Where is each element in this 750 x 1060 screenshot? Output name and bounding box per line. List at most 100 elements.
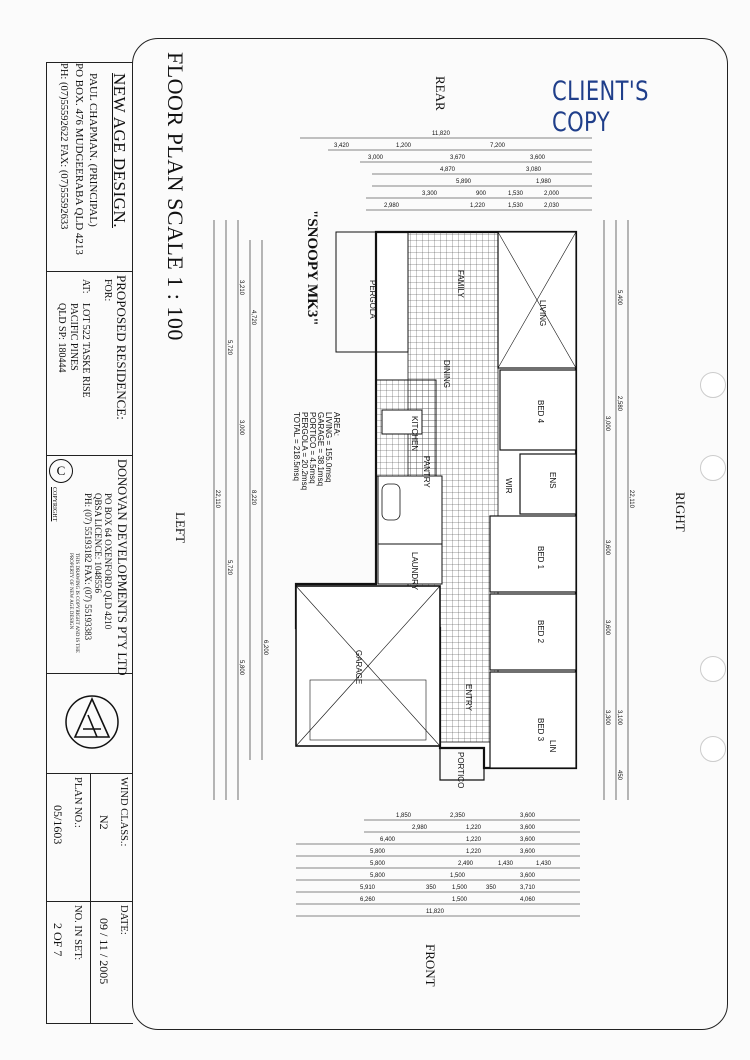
dim-left-overall: 22,110: [214, 490, 220, 509]
dim-front-r7-a: 5,910: [360, 885, 376, 891]
dim-front-r8-b: 1,500: [452, 897, 468, 903]
dim-left-a: 5,720: [226, 340, 232, 356]
room-wir: WIR: [504, 478, 513, 494]
dim-rear-r2-a: 3,000: [368, 155, 384, 161]
front-dimensions: 1,850 2,350 3,600 2,980 1,220 3,600 6,40…: [296, 813, 580, 917]
wind-class-value: N2: [97, 815, 111, 830]
dim-right-g: 3,100: [616, 710, 622, 726]
room-garage: GARAGE: [354, 650, 363, 684]
sheet-no-label: NO. IN SET:: [72, 905, 83, 961]
dim-front-overall: 11,820: [426, 909, 445, 915]
plan-no-label: PLAN NO.:: [72, 777, 83, 828]
dim-right-a: 5,400: [616, 290, 622, 306]
room-entry: ENTRY: [464, 684, 473, 712]
room-laundry: LAUNDRY: [410, 552, 419, 591]
dim-front-r6-f: 3,600: [520, 873, 536, 879]
dim-right-overall: 22,110: [628, 490, 634, 509]
dim-front-r2-d: 1,220: [466, 825, 482, 831]
dim-front-r4-b: 5,800: [370, 849, 386, 855]
room-living: LIVING: [538, 300, 547, 326]
dim-front-r3-d: 1,220: [466, 837, 482, 843]
dim-right-f: 3,300: [604, 710, 610, 726]
dim-front-r1-d: 2,350: [450, 813, 466, 819]
dim-front-r6-d: 1,500: [450, 873, 466, 879]
plan-name: "SNOOPY MK3": [304, 210, 320, 326]
room-portico: PORTICO: [456, 752, 465, 788]
punch-hole: [700, 736, 726, 762]
room-bed3: BED 3: [536, 718, 545, 742]
date-label: DATE:: [118, 905, 129, 935]
dim-front-r6-b: 5,800: [370, 873, 386, 879]
dim-front-r2-b: 2,980: [412, 825, 428, 831]
project-at-label: AT:: [80, 279, 91, 294]
room-kitchen: KITCHEN: [410, 416, 419, 451]
room-dining: DINING: [442, 360, 451, 388]
dim-rear-r6-h: 2,030: [544, 203, 560, 209]
date-value: 09 / 11 / 2005: [97, 918, 111, 985]
builder-licence: QBSA LICENCE: 1048556: [93, 493, 103, 594]
right-dimensions: 22,110 5,400 2,580 3,000 3,600 3,600 3,3…: [603, 220, 634, 800]
dim-rear-r5-f: 1,530: [508, 191, 524, 197]
area-portico: PORTICO = 4.5msq: [308, 412, 317, 484]
floor-plan: 11,820 3,420 1,200 7,200 3,000 3,670 3,6…: [213, 131, 634, 917]
dim-left-b: 5,720: [226, 560, 232, 576]
dim-front-r7-c: 1,500: [452, 885, 468, 891]
project-for-label: FOR:: [102, 279, 113, 302]
builder-address: PO BOX 64 OXENFORD QLD 4210: [103, 493, 113, 630]
left-dimensions: 22,110 5,720 5,720 3,210 3,000 4,720 8,2…: [213, 220, 268, 800]
dim-left-h: 5,800: [238, 660, 244, 676]
dim-front-r5-f: 1,430: [498, 861, 514, 867]
copyright-note: THIS DRAWING IS COPYRIGHT AND IS THE PRO…: [68, 553, 79, 653]
company-phone: PH: (07)55592622 FAX: (07)55592633: [58, 63, 69, 230]
company-logo-icon: [65, 695, 119, 749]
title-block: NEW AGE DESIGN. PAUL CHAPMAN. (PRINCIPAL…: [46, 62, 133, 1024]
copyright-icon: C: [49, 459, 73, 483]
area-total: TOTAL = 218.5msq: [292, 412, 301, 481]
dim-front-r8-a: 6,260: [360, 897, 376, 903]
dim-front-r2-f: 3,600: [520, 825, 536, 831]
room-bed2: BED 2: [536, 620, 545, 644]
wind-class-label: WIND CLASS.:: [118, 777, 129, 847]
project-qld: QLD SP: 180444: [56, 303, 67, 373]
company-name: NEW AGE DESIGN.: [110, 73, 129, 228]
dim-left-c: 3,210: [238, 280, 244, 296]
dim-right-c: 3,000: [604, 416, 610, 432]
dim-rear-r1-c: 7,200: [490, 143, 506, 149]
dim-rear-r5-b: 3,300: [422, 191, 438, 197]
dim-front-r3-f: 3,600: [520, 837, 536, 843]
dim-left-d: 3,000: [238, 420, 244, 436]
dim-right-h: 450: [616, 770, 622, 781]
dim-front-r4-e: 1,220: [466, 849, 482, 855]
company-principal: PAUL CHAPMAN. (PRINCIPAL): [87, 73, 99, 227]
punch-hole: [700, 455, 726, 481]
copyright-label: COPYRIGHT: [51, 487, 57, 522]
dim-left-e: 4,720: [250, 310, 256, 326]
dim-right-d: 3,600: [604, 540, 610, 556]
drawing-title: FLOOR PLAN SCALE 1 : 100: [163, 52, 188, 341]
project-lot: LOT 522 TASKE RISE: [80, 303, 91, 398]
plan-no-value: 05/1603: [51, 805, 65, 845]
sheet-border: [132, 38, 728, 1030]
dim-rear-r3-b: 4,870: [440, 167, 456, 173]
area-heading: AREA:: [332, 412, 341, 436]
dim-rear-r1-a: 3,420: [334, 143, 350, 149]
room-pergola: PERGOLA: [368, 280, 377, 319]
dim-rear-r5-d: 900: [476, 191, 487, 197]
dim-front-r1-f: 3,600: [520, 813, 536, 819]
dim-rear-r6-b: 2,980: [384, 203, 400, 209]
dim-front-r5-b: 5,800: [370, 861, 386, 867]
dim-rear-r2-e: 3,600: [530, 155, 546, 161]
dim-left-g: 6,200: [262, 640, 268, 656]
clients-copy-stamp: CLIENT'S COPY: [552, 76, 649, 138]
area-living: LIVING = 155.0msq: [324, 412, 333, 482]
dim-rear-r6-f: 1,530: [508, 203, 524, 209]
dim-front-r1-b: 1,850: [396, 813, 412, 819]
dim-front-r8-c: 4,060: [520, 897, 536, 903]
dim-rear-r2-c: 3,670: [450, 155, 466, 161]
orientation-rear: REAR: [433, 76, 448, 111]
builder-phone: PH: (07) 55193182 FAX: (07) 55193383: [83, 493, 93, 641]
dim-right-e: 3,600: [604, 620, 610, 636]
dim-rear-overall: 11,820: [432, 131, 451, 137]
dim-rear-r1-b: 1,200: [396, 143, 412, 149]
dim-front-r5-d: 2,490: [458, 861, 474, 867]
